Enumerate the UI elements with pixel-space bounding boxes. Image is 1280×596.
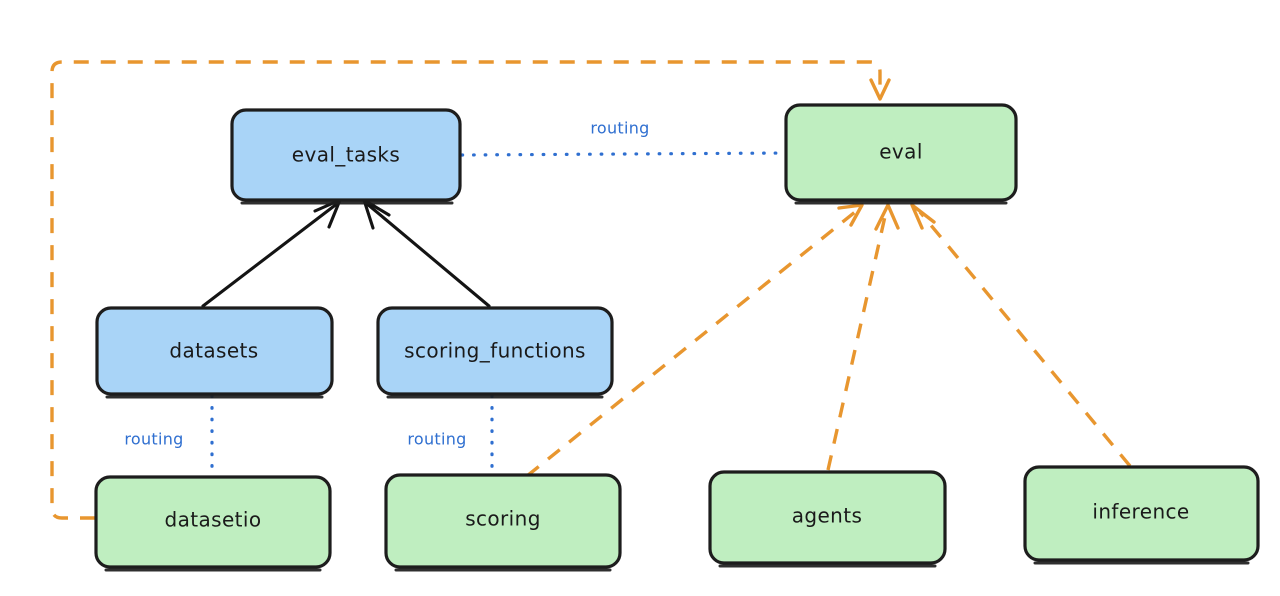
node-datasets-box: [95, 306, 334, 396]
edge-scoring-functions-to-eval-tasks: [362, 198, 491, 308]
node-agents-label: agents: [792, 504, 863, 528]
node-scoring[interactable]: scoring: [384, 473, 622, 572]
node-datasetio-label: datasetio: [164, 508, 261, 532]
node-eval-box: [784, 103, 1018, 202]
edge-path-datasets-eval-tasks: [201, 201, 340, 308]
node-datasets[interactable]: datasets: [95, 306, 334, 399]
edge-label-routing-scoring-functions: routing: [407, 430, 466, 449]
node-scoring-box: [384, 473, 622, 569]
node-agents[interactable]: agents: [708, 470, 947, 568]
node-inference-box: [1023, 465, 1260, 562]
node-eval-tasks-box: [230, 108, 462, 202]
node-eval-label: eval: [879, 140, 923, 164]
node-eval[interactable]: eval: [784, 103, 1018, 205]
edge-path-scoring-functions-eval-tasks: [364, 201, 491, 308]
node-datasets-label: datasets: [169, 339, 258, 363]
node-inference-label: inference: [1092, 500, 1189, 524]
edge-inference-to-eval: [910, 203, 1132, 468]
edge-path-inference-eval: [918, 210, 1132, 468]
arrowhead-inference-eval: [910, 203, 936, 230]
edge-datasets-to-eval-tasks: [201, 198, 342, 308]
arrowhead-agents-eval: [874, 203, 900, 231]
arrowhead-scoring-eval: [837, 203, 864, 227]
edge-path-datasetio-eval: [50, 60, 882, 520]
edge-datasetio-to-eval: [50, 60, 891, 520]
edge-agents-to-eval: [826, 203, 900, 471]
node-datasetio-box: [94, 475, 332, 569]
node-eval-tasks-label: eval_tasks: [292, 143, 400, 167]
arrowhead-datasetio-eval: [869, 78, 891, 101]
node-agents-box: [708, 470, 947, 565]
node-scoring-label: scoring: [465, 507, 541, 531]
node-inference[interactable]: inference: [1023, 465, 1260, 565]
node-eval-tasks[interactable]: eval_tasks: [230, 108, 462, 205]
edge-path-agents-eval: [826, 211, 888, 471]
node-scoring-functions-box: [376, 306, 614, 396]
node-scoring-functions[interactable]: scoring_functions: [376, 306, 614, 399]
edge-label-routing-eval-tasks: routing: [590, 119, 649, 138]
node-scoring-functions-label: scoring_functions: [404, 339, 586, 363]
edge-label-routing-datasets: routing: [124, 430, 183, 449]
edge-path-eval-tasks-eval: [460, 151, 788, 157]
edge-scoring-to-eval: [525, 203, 864, 478]
node-datasetio[interactable]: datasetio: [94, 475, 332, 572]
